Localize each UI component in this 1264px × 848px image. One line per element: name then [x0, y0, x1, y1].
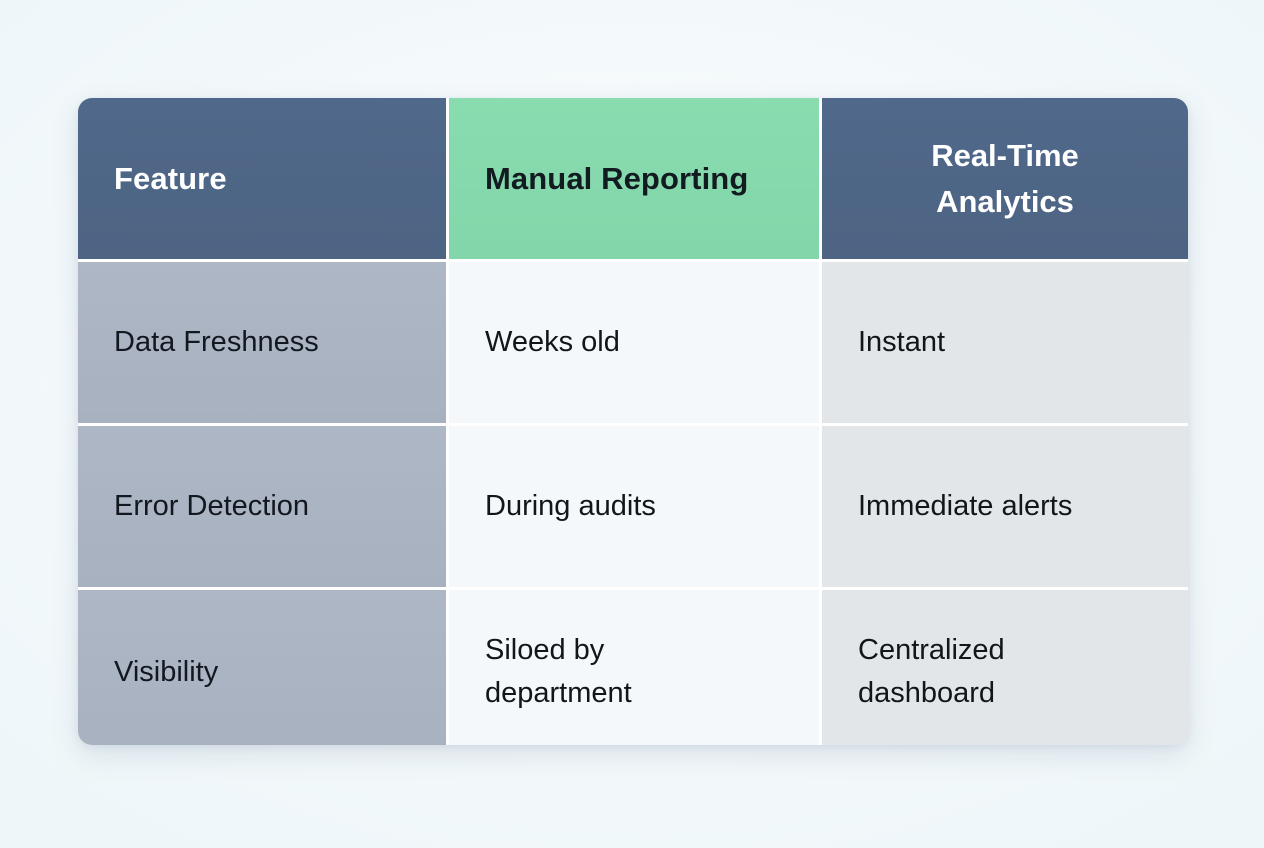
table-row: Data Freshness Weeks old Instant — [78, 262, 1188, 423]
row-2-realtime-cell: Immediate alerts — [822, 426, 1188, 587]
table-header-row: Feature Manual Reporting Real-Time Analy… — [78, 98, 1188, 259]
column-header-realtime-analytics[interactable]: Real-Time Analytics — [822, 98, 1188, 259]
cell-divider — [446, 426, 449, 587]
cell-divider — [446, 262, 449, 423]
row-2-feature-cell: Error Detection — [78, 426, 446, 587]
row-1-feature-cell: Data Freshness — [78, 262, 446, 423]
row-1-manual-cell: Weeks old — [449, 262, 819, 423]
column-header-feature-label: Feature — [114, 160, 227, 196]
table-row: Visibility Siloed by department Centrali… — [78, 590, 1188, 745]
row-1-manual-value: Weeks old — [485, 325, 620, 358]
column-header-manual-reporting-label: Manual Reporting — [485, 160, 749, 196]
column-header-manual-reporting[interactable]: Manual Reporting — [449, 98, 819, 259]
cell-divider — [819, 590, 822, 745]
row-1-feature-label: Data Freshness — [114, 326, 319, 358]
row-divider-1 — [78, 423, 1188, 426]
column-header-feature[interactable]: Feature — [78, 98, 446, 259]
cell-divider — [819, 426, 822, 587]
cell-divider — [446, 590, 449, 745]
column-header-realtime-analytics-label: Real-Time Analytics — [931, 137, 1079, 219]
table-row: Error Detection During audits Immediate … — [78, 426, 1188, 587]
row-3-feature-label: Visibility — [114, 655, 219, 688]
column-divider-1 — [446, 98, 449, 259]
row-3-feature-cell: Visibility — [78, 590, 446, 745]
row-3-realtime-value: Centralized dashboard — [858, 633, 1005, 710]
row-1-realtime-cell: Instant — [822, 262, 1188, 423]
row-1-realtime-value: Instant — [858, 325, 946, 358]
row-3-realtime-cell: Centralized dashboard — [822, 590, 1188, 745]
row-3-manual-cell: Siloed by department — [449, 590, 819, 745]
cell-divider — [819, 262, 822, 423]
row-2-manual-value: During audits — [485, 489, 656, 522]
row-2-manual-cell: During audits — [449, 426, 819, 587]
row-2-realtime-value: Immediate alerts — [858, 489, 1073, 522]
row-divider-header — [78, 259, 1188, 262]
comparison-table: Feature Manual Reporting Real-Time Analy… — [78, 98, 1188, 745]
column-divider-2 — [819, 98, 822, 259]
row-2-feature-label: Error Detection — [114, 490, 310, 522]
row-divider-2 — [78, 587, 1188, 590]
row-3-manual-value: Siloed by department — [485, 633, 632, 710]
